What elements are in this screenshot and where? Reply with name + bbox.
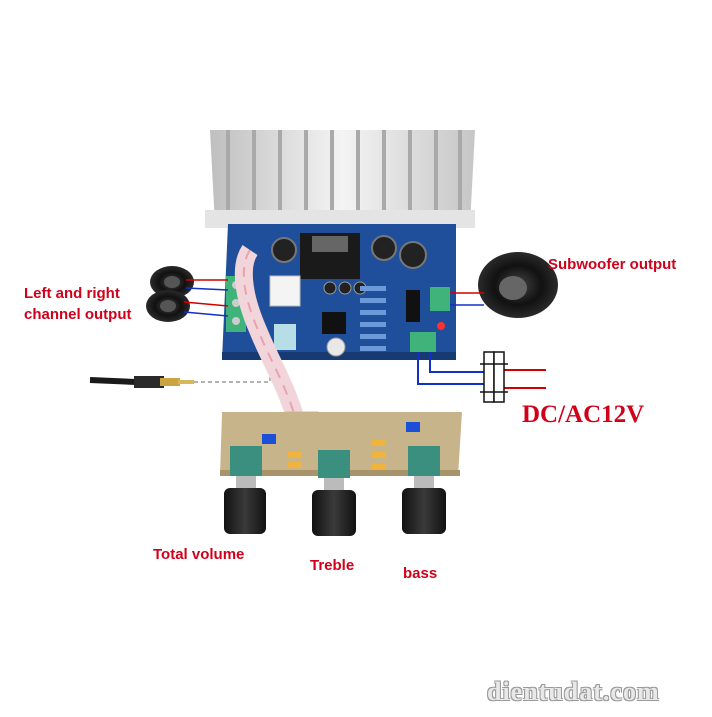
knob-total-volume (224, 476, 266, 534)
left-right-channel-label: Left and right channel output (24, 283, 132, 325)
left-right-label-line1: Left and right (24, 285, 120, 302)
potentiometer-bass (408, 446, 440, 476)
watermark: dientudat.com (487, 677, 660, 706)
power-wires (417, 352, 546, 389)
power-label: DC/AC12V (522, 401, 645, 428)
capacitor (399, 241, 427, 269)
tone-control-board (220, 412, 462, 478)
subwoofer-label: Subwoofer output (548, 256, 677, 273)
input-connector (274, 324, 296, 350)
knob-bass (402, 476, 446, 534)
potentiometer-treble (318, 450, 350, 478)
heatsink (205, 130, 475, 228)
bass-label: bass (403, 565, 438, 582)
ic-chip (322, 312, 346, 334)
subwoofer-terminal (430, 287, 450, 311)
capacitor (271, 237, 297, 263)
subwoofer-speaker (478, 252, 558, 318)
power-terminal (410, 332, 436, 352)
audio-jack-cable (89, 368, 271, 388)
left-right-label-line2: channel output (24, 306, 132, 323)
capacitor (371, 235, 397, 261)
total-volume-label: Total volume (153, 546, 245, 563)
knob-treble (312, 478, 356, 536)
treble-label: Treble (310, 557, 355, 574)
transformer-symbol (480, 351, 508, 403)
subwoofer-wires (450, 292, 484, 306)
left-channel-speakers (146, 266, 194, 322)
amplifier-board (222, 224, 456, 360)
potentiometer-volume (230, 446, 262, 476)
left-output-wires (183, 279, 229, 317)
